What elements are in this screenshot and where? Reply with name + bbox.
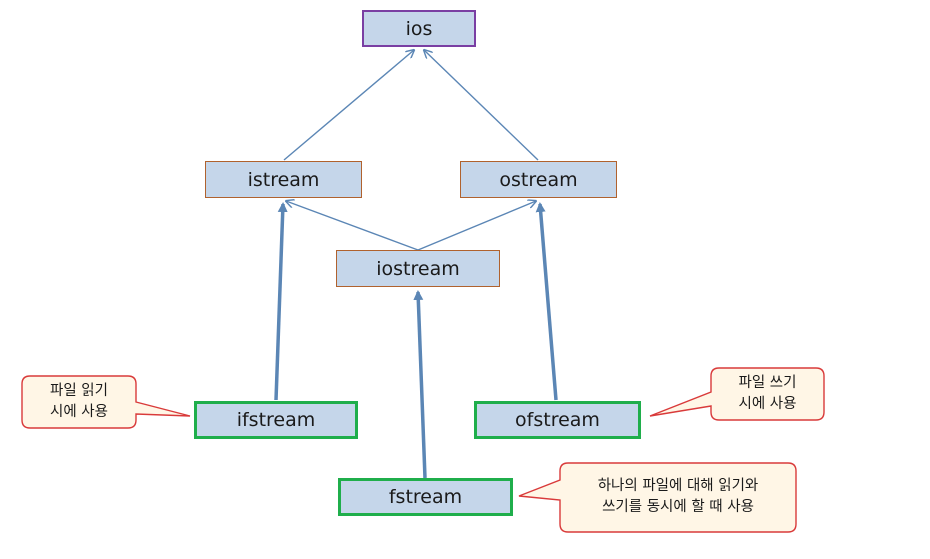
edge-fstream-to-iostream	[413, 290, 427, 479]
node-istream: istream	[205, 161, 362, 198]
edge-ofstream-to-ostream	[535, 202, 558, 401]
node-fstream: fstream	[338, 478, 513, 516]
node-ios: ios	[362, 10, 476, 47]
callout-ifstream-line1: 파일 읽기	[50, 383, 108, 399]
node-ios-label: ios	[405, 17, 433, 40]
callout-ifstream-line2: 시에 사용	[50, 404, 108, 420]
edge-iostream-to-ostream	[417, 201, 536, 251]
node-ofstream-label: ofstream	[515, 409, 600, 431]
node-ostream: ostream	[460, 161, 617, 198]
callout-fstream-shape	[518, 462, 797, 533]
callout-ofstream-line2: 시에 사용	[738, 396, 797, 412]
callout-ifstream-shape	[21, 375, 191, 429]
callout-fstream: 하나의 파일에 대해 읽기와 쓰기를 동시에 할 때 사용	[560, 476, 796, 518]
callout-fstream-line1: 하나의 파일에 대해 읽기와	[597, 478, 759, 494]
node-ifstream: ifstream	[194, 401, 358, 439]
callout-ofstream: 파일 쓰기 시에 사용	[711, 373, 824, 415]
callout-ofstream-line1: 파일 쓰기	[738, 375, 797, 391]
node-istream-label: istream	[247, 168, 320, 191]
edge-ostream-to-ios	[424, 50, 539, 161]
edge-istream-to-ios	[283, 50, 414, 161]
callout-fstream-line2: 쓰기를 동시에 할 때 사용	[602, 499, 754, 515]
node-iostream-label: iostream	[376, 257, 460, 280]
node-fstream-label: fstream	[388, 486, 463, 508]
edge-ifstream-to-istream	[274, 202, 288, 401]
callout-ifstream: 파일 읽기 시에 사용	[22, 381, 136, 423]
node-ostream-label: ostream	[499, 168, 578, 191]
callout-ofstream-shape	[649, 367, 825, 421]
node-ifstream-label: ifstream	[236, 409, 316, 431]
node-iostream: iostream	[336, 250, 500, 287]
edge-iostream-to-istream	[286, 201, 419, 251]
node-ofstream: ofstream	[474, 401, 641, 439]
